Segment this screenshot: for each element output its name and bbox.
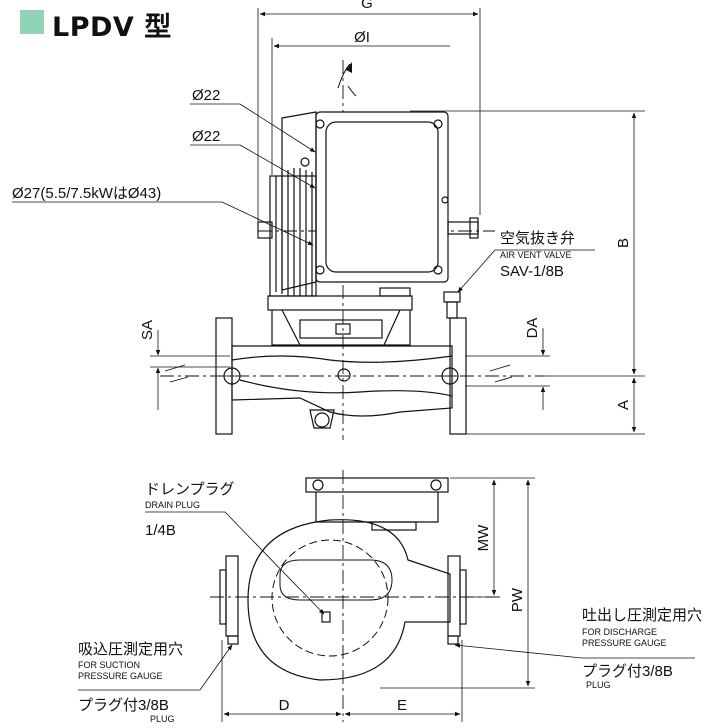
callout-suction-en2: PRESSURE GAUGE xyxy=(78,671,163,681)
air-vent-bolt xyxy=(447,221,479,235)
title-marker xyxy=(20,10,44,34)
callout-air-vent-model: SAV-1/8B xyxy=(500,263,564,280)
callout-drain-jp: ドレンプラグ xyxy=(145,481,235,498)
callout-suction-en1: FOR SUCTION xyxy=(78,660,140,670)
drain-plug-front xyxy=(314,412,330,428)
rotation-arrow xyxy=(337,63,351,89)
callout-suction-plug-jp: プラグ付3/8B xyxy=(78,697,169,714)
callout-drain-size: 1/4B xyxy=(145,522,176,539)
callout-air-vent-en: AIR VENT VALVE xyxy=(500,250,572,260)
callout-discharge-en2: PRESSURE GAUGE xyxy=(582,638,667,648)
front-view xyxy=(12,8,645,440)
dim-a-label: A xyxy=(615,400,632,410)
dim-da-label: DA xyxy=(524,318,541,339)
suction-flange-plan xyxy=(225,555,239,637)
callout-suction-jp: 吸込圧測定用穴 xyxy=(78,641,183,658)
plan-view xyxy=(78,470,695,722)
callout-phi27: Ø27(5.5/7.5kWはØ43) xyxy=(12,185,161,202)
callout-air-vent-jp: 空気抜き弁 xyxy=(500,230,575,247)
dim-g-label: G xyxy=(361,0,373,12)
callout-suction-plug-en: PLUG xyxy=(150,714,175,724)
dim-pw-label: PW xyxy=(509,587,526,612)
drain-plug-plan xyxy=(321,611,331,623)
callout-phi22-top: Ø22 xyxy=(192,87,220,104)
dim-b-label: B xyxy=(615,238,632,248)
dim-d-label: D xyxy=(279,697,290,714)
volute-casing xyxy=(247,519,451,681)
callout-phi22-mid: Ø22 xyxy=(192,128,220,145)
callout-discharge-plug-jp: プラグ付3/8B xyxy=(582,663,673,680)
motor-fins xyxy=(275,168,313,296)
callout-discharge-jp: 吐出し圧測定用穴 xyxy=(582,607,702,624)
dim-sa-label: SA xyxy=(139,320,156,340)
dim-e-label: E xyxy=(397,697,407,714)
terminal-box xyxy=(315,111,449,283)
callout-drain-en: DRAIN PLUG xyxy=(145,500,200,510)
dim-phi-i-label: ØI xyxy=(354,29,370,46)
motor-base-plate xyxy=(305,477,449,493)
page-title: LPDV 型 xyxy=(52,12,172,43)
callout-discharge-plug-en: PLUG xyxy=(586,680,611,690)
callout-discharge-en1: FOR DISCHARGE xyxy=(582,627,657,637)
dim-mw-label: MW xyxy=(475,524,492,551)
